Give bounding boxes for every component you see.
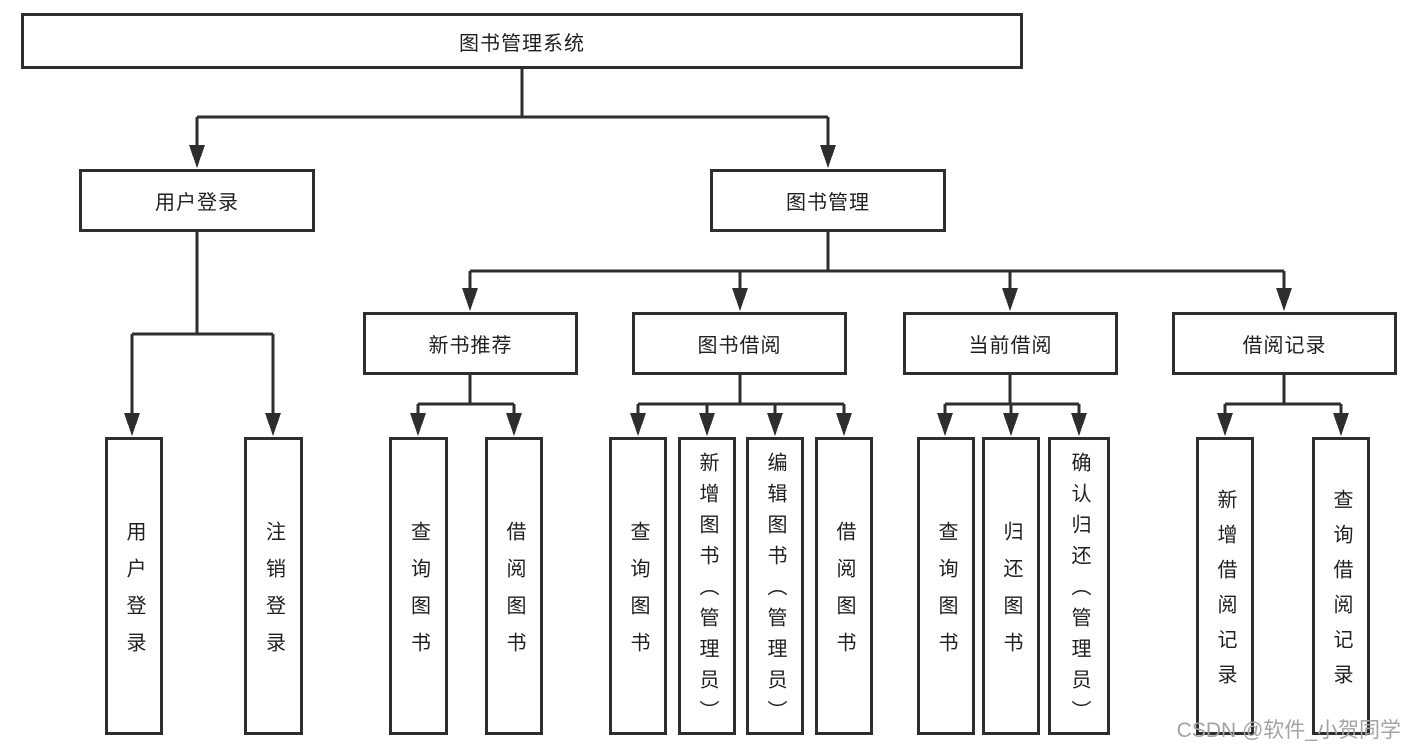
arrow-down-icon — [836, 413, 852, 436]
leaf-records-add-record: 新增借阅记录 — [1196, 437, 1254, 735]
node-label: 图书借阅 — [697, 335, 782, 357]
node-book-management: 图书管理 — [710, 169, 946, 232]
arrow-down-icon — [124, 413, 140, 436]
arrow-down-icon — [410, 413, 426, 436]
leaf-logout: 注销登录 — [244, 437, 303, 735]
leaf-borrow-add-books-admin: 新增图书（管理员） — [678, 437, 736, 735]
node-library-management-system: 图书管理系统 — [21, 13, 1023, 69]
node-label: 归还图书 — [1000, 520, 1022, 669]
arrow-down-icon — [699, 413, 715, 436]
node-label: 用户登录 — [155, 192, 239, 214]
connector-book-management-branch — [468, 232, 1286, 290]
node-label: 新增图书（管理员） — [696, 452, 718, 731]
connector-records-branch — [1223, 375, 1343, 414]
leaf-current-confirm-return-admin: 确认归还（管理员） — [1048, 437, 1110, 735]
node-label: 查询图书 — [935, 520, 957, 669]
leaf-borrow-query-books: 查询图书 — [609, 437, 667, 735]
csdn-watermark: CSDN @软件_小贺同学 — [1176, 719, 1401, 742]
arrow-down-icons — [124, 145, 1349, 436]
leaf-borrow-borrow-books: 借阅图书 — [815, 437, 873, 735]
arrow-down-icon — [1002, 288, 1018, 311]
node-label: 注销登录 — [262, 520, 285, 669]
node-current-borrow: 当前借阅 — [903, 312, 1118, 375]
connector-current-branch — [943, 375, 1081, 414]
arrow-down-icon — [937, 413, 953, 436]
connector-borrow-branch — [636, 375, 846, 414]
node-book-borrow: 图书借阅 — [632, 312, 847, 375]
leaf-recommend-borrow-books: 借阅图书 — [485, 437, 543, 735]
arrow-down-icon — [189, 145, 205, 168]
connector-user-login-branch — [130, 232, 275, 414]
arrow-down-icon — [1276, 288, 1292, 311]
arrow-down-icon — [462, 288, 478, 311]
node-label: 查询图书 — [407, 520, 430, 669]
node-label: 编辑图书（管理员） — [764, 452, 786, 731]
connector-recommend-branch — [416, 375, 516, 414]
arrow-down-icon — [732, 288, 748, 311]
node-label: 新增借阅记录 — [1214, 488, 1236, 699]
node-label: 图书管理系统 — [459, 32, 585, 55]
node-label: 当前借阅 — [968, 335, 1053, 357]
arrow-down-icon — [1333, 413, 1349, 436]
node-label: 查询图书 — [627, 520, 649, 669]
arrow-down-icon — [1217, 413, 1233, 436]
node-label: 借阅记录 — [1242, 335, 1327, 357]
leaf-current-return-books: 归还图书 — [982, 437, 1040, 735]
node-label: 借阅图书 — [833, 520, 855, 669]
node-new-book-recommend: 新书推荐 — [363, 312, 578, 375]
arrow-down-icon — [630, 413, 646, 436]
arrow-down-icon — [265, 413, 281, 436]
leaf-borrow-edit-books-admin: 编辑图书（管理员） — [746, 437, 804, 735]
leaf-records-query-record: 查询借阅记录 — [1312, 437, 1370, 735]
arrow-down-icon — [506, 413, 522, 436]
arrow-down-icon — [1071, 413, 1087, 436]
node-label: 借阅图书 — [503, 520, 525, 669]
arrow-down-icon — [767, 413, 783, 436]
node-borrow-records: 借阅记录 — [1172, 312, 1397, 375]
node-label: 查询借阅记录 — [1330, 488, 1352, 699]
arrow-down-icon — [1003, 413, 1019, 436]
node-label: 图书管理 — [786, 192, 870, 214]
node-label: 新书推荐 — [428, 335, 513, 357]
connector-root-to-level2 — [195, 69, 830, 146]
leaf-recommend-query-books: 查询图书 — [389, 437, 448, 735]
leaf-user-login: 用户登录 — [105, 437, 163, 735]
leaf-current-query-books: 查询图书 — [917, 437, 975, 735]
node-user-login: 用户登录 — [79, 169, 315, 232]
node-label: 确认归还（管理员） — [1068, 452, 1090, 731]
arrow-down-icon — [820, 145, 836, 168]
node-label: 用户登录 — [123, 520, 145, 669]
